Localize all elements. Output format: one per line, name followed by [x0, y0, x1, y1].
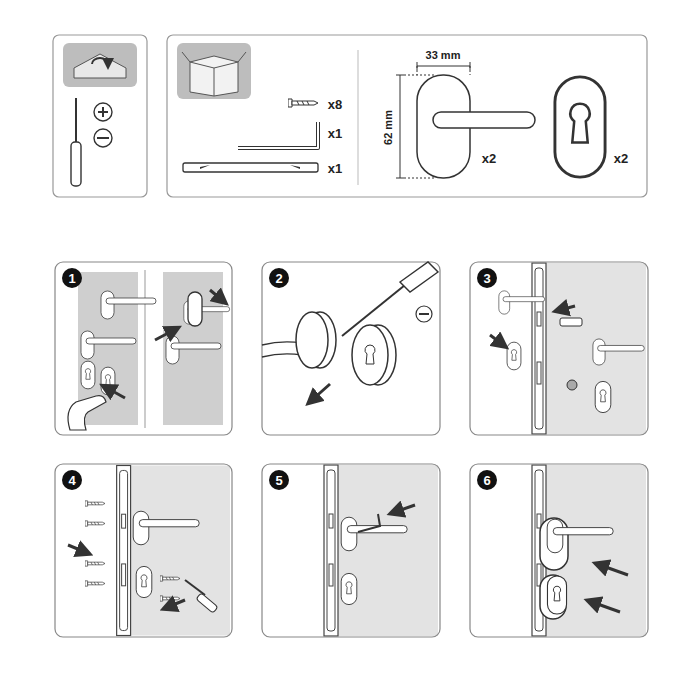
dimension: 62 mm	[382, 110, 393, 145]
dimension: 33 mm	[426, 50, 461, 61]
quantity: x1	[328, 162, 342, 175]
callout-number: 3	[483, 272, 490, 285]
quantity: x2	[482, 152, 496, 165]
callout-number: 1	[68, 272, 75, 285]
callout-number: 5	[275, 474, 282, 487]
quantity: x2	[614, 152, 628, 165]
quantity: x8	[328, 98, 342, 111]
callout-number: 4	[68, 474, 75, 487]
callout-number: 2	[275, 272, 282, 285]
quantity: x1	[328, 127, 342, 140]
callout-number: 6	[483, 474, 490, 487]
